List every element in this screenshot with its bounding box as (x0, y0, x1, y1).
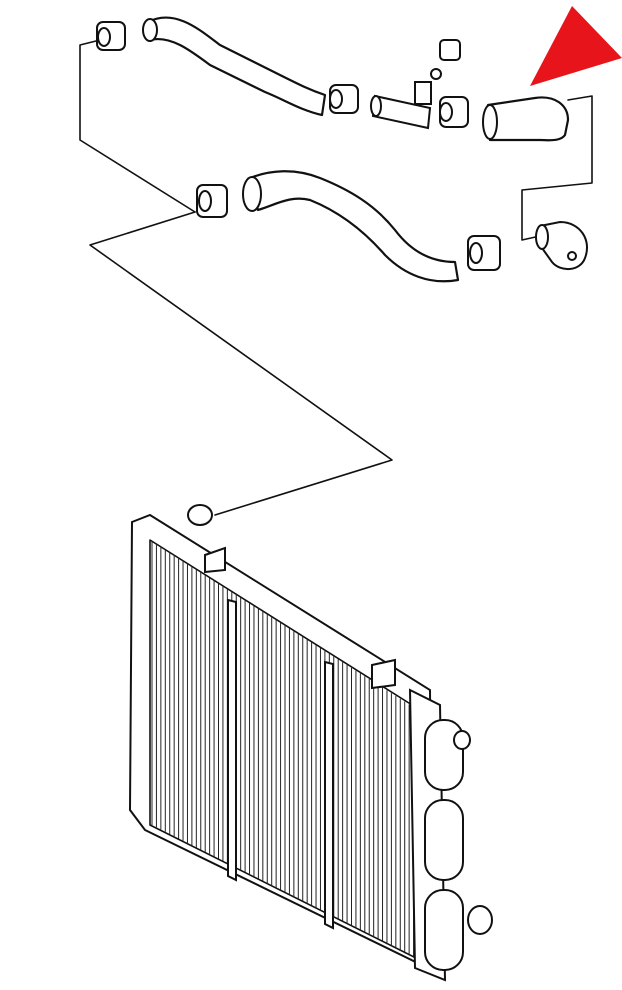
lower-hose (242, 170, 460, 283)
leader-lines (79, 39, 593, 516)
lower-hose-clamp-left (196, 184, 228, 218)
radiator (128, 504, 493, 982)
red-indicator-arrow (530, 6, 622, 86)
upper-hose-clamp-right (329, 84, 359, 114)
lower-hose-clamp-right (467, 235, 501, 271)
t-connector-clamp (439, 96, 469, 128)
bleed-screw (430, 39, 461, 80)
upper-hose (142, 16, 327, 117)
water-outlet-flange (535, 220, 588, 270)
t-connector (370, 81, 432, 130)
upper-hose-clamp-left (96, 21, 126, 51)
short-elbow-hose (482, 96, 570, 142)
